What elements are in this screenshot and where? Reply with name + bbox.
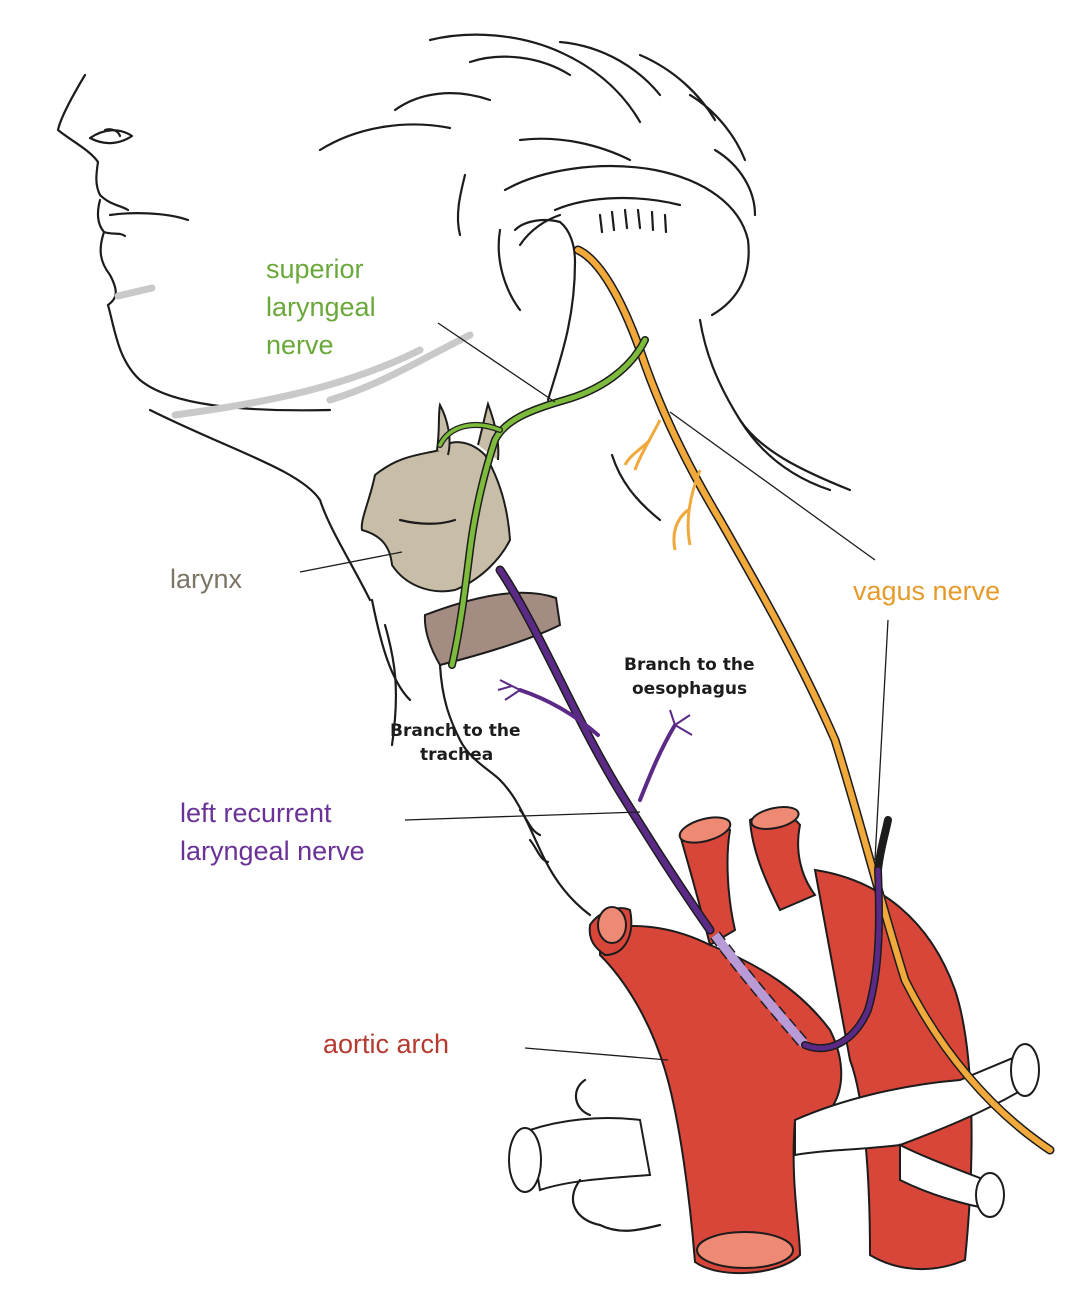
superior-laryngeal-label-line2: laryngeal xyxy=(266,292,376,322)
trachea-branch-label-line2: trachea xyxy=(420,745,493,765)
aortic-arch-label: aortic arch xyxy=(323,1029,449,1059)
superior-laryngeal-label-line1: superior xyxy=(266,254,364,284)
oesophagus-branch-label-line1: Branch to the xyxy=(624,655,755,675)
aortic-arch-shape xyxy=(588,806,973,1275)
head-outline xyxy=(56,73,474,747)
skull-base-outline xyxy=(318,33,852,522)
left-recurrent-laryngeal-nerve xyxy=(495,565,892,1053)
recurrent-laryngeal-label-line2: laryngeal nerve xyxy=(180,836,365,866)
larynx-label: larynx xyxy=(170,564,243,594)
superior-laryngeal-label-line3: nerve xyxy=(266,330,334,360)
larynx-shape xyxy=(360,400,592,917)
leader-lines xyxy=(299,322,889,1061)
superior-laryngeal-nerve xyxy=(437,336,649,669)
vagus-nerve-label: vagus nerve xyxy=(853,576,1000,606)
recurrent-laryngeal-label-line1: left recurrent xyxy=(180,798,332,828)
oesophagus-branch-label-line2: oesophagus xyxy=(632,679,747,699)
trachea-branch-label-line1: Branch to the xyxy=(390,721,521,741)
